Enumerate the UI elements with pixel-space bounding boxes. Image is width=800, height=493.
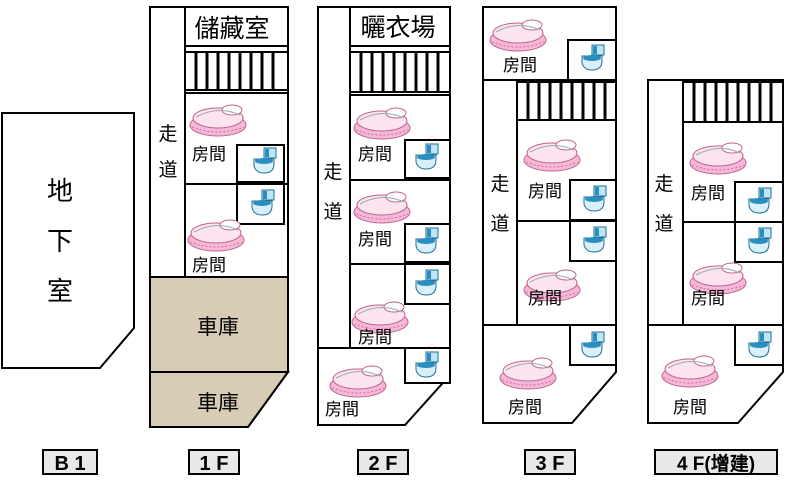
floor-tags: B 1 1 F 2 F 3 F 4 F(增建) [42,449,778,475]
f3-room-label: 房間 [503,56,537,76]
f1-garage-label: 車庫 [197,315,239,339]
f2-room-label: 房間 [325,400,359,420]
b1-basement-label: 下 [47,227,73,257]
b1-plan: 地 下 室 [1,112,135,369]
f2-room-label: 房間 [358,230,392,250]
f2-room-label: 房間 [358,145,392,165]
f3-room-label: 房間 [508,398,542,418]
f4-corridor-label: 道 [654,213,673,235]
f2-corridor-label: 走 [323,161,342,183]
f4-corridor-label: 走 [654,173,673,195]
f3-corridor-label: 道 [490,213,509,235]
f4-room-label: 房間 [673,398,707,418]
f2-room-label: 房間 [358,328,392,348]
f4-plan: 走 道 房間 房間 房間 房間 [647,79,784,424]
f3-plan: 房間 走 道 房間 房間 房間 房間 [482,6,617,424]
stairs-icon [516,81,617,121]
stairs-icon [349,51,451,93]
b1-basement-label: 室 [47,277,73,307]
f2-plan: 曬衣場 走 道 房間 房間 房間 房間 [317,6,451,426]
f1-garage-2 [149,371,290,428]
f3-corridor-label: 走 [490,173,509,195]
f1-storage-label: 儲藏室 [194,14,269,43]
f1-plan: 儲藏室 走 道 房間 房間 車庫 車庫 [149,6,290,428]
f2-corridor-label: 道 [323,201,342,223]
f1-corridor-label: 道 [158,159,177,181]
floor-tag-4f: 4 F(增建) [677,452,755,475]
floor-tag-2f: 2 F [369,453,398,475]
floor-tag-3f: 3 F [536,453,565,475]
stairs-icon [184,51,289,91]
f1-garage-label: 車庫 [197,391,239,415]
f2-laundry-label: 曬衣場 [360,13,435,42]
floor-tag-b1: B 1 [54,453,85,475]
stairs-icon [682,81,784,123]
f1-room-label: 房間 [192,256,226,276]
f1-room-label: 房間 [192,145,226,165]
f3-room-label: 房間 [528,182,562,202]
f4-room-label: 房間 [691,289,725,309]
floor-tag-1f: 1 F [200,453,229,475]
f3-room-label: 房間 [528,289,562,309]
b1-basement-outline [1,112,135,369]
f1-corridor-label: 走 [158,123,177,145]
f4-room-label: 房間 [691,184,725,204]
b1-basement-label: 地 [47,177,73,207]
f1-garage-1 [149,276,289,373]
